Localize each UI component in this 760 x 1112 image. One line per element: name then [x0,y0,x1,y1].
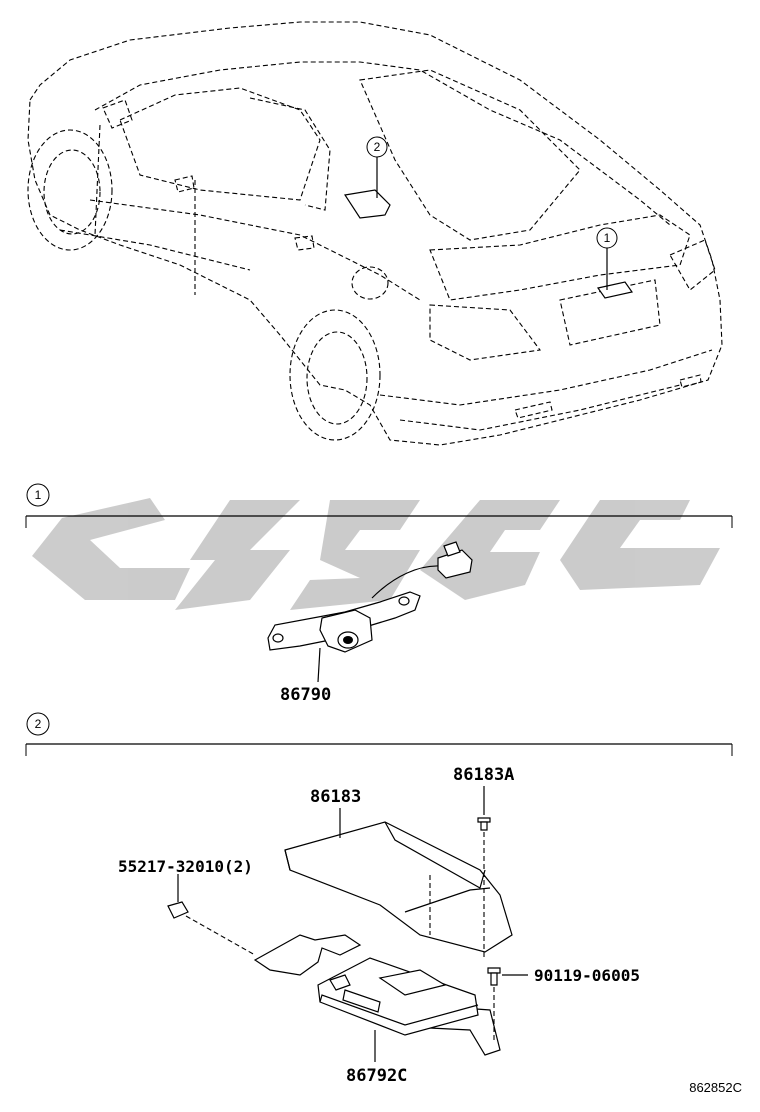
section-number: 1 [35,488,42,502]
part-label-55217-32010: 55217-32010(2) [118,857,253,876]
watermark-logo [32,498,720,610]
camera-86790 [267,541,473,653]
screw-90119-06005 [487,967,501,1040]
ecu-86792C [317,957,479,1036]
callout-number: 2 [374,140,381,154]
part-label-86183A: 86183A [453,765,514,785]
part-label-86790: 86790 [280,685,331,705]
bolt-86183A [477,817,491,960]
diagram-code: 862852C [689,1080,742,1095]
section-number: 2 [35,717,42,731]
part-label-86183: 86183 [310,787,361,807]
clip-55217 [167,901,256,956]
callout-2-top: 2 [366,136,388,198]
callout-number: 1 [604,231,611,245]
vehicle-outline [27,21,723,446]
section-1: 1 86790 [25,483,733,705]
callout-1-top: 1 [596,227,618,290]
section-2: 2 [25,712,733,1086]
cover-86183 [284,821,513,953]
part-label-86792C: 86792C [346,1066,407,1086]
part-label-90119-06005: 90119-06005 [534,966,640,985]
